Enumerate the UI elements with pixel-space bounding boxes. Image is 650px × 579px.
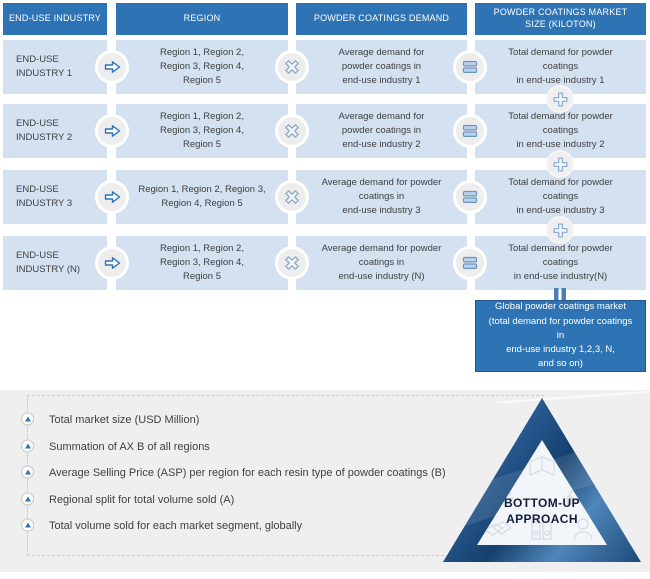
multiply-icon bbox=[278, 249, 306, 277]
cell-demand-n: Average demand for powder coatings in en… bbox=[296, 236, 467, 290]
cell-industry-3: END-USE INDUSTRY 3 bbox=[3, 170, 107, 224]
multiply-icon bbox=[278, 117, 306, 145]
right-arrow-icon bbox=[98, 117, 126, 145]
plus-icon bbox=[548, 152, 572, 176]
column-header-region: REGION bbox=[116, 3, 288, 35]
column-header-demand: POWDER COATINGS DEMAND bbox=[296, 3, 467, 35]
column-header-end-use-industry: END-USE INDUSTRY bbox=[3, 3, 107, 35]
list-item: Total market size (USD Million) bbox=[21, 410, 200, 428]
summary-dashed-box: Total market size (USD Million) Summatio… bbox=[21, 395, 544, 556]
right-arrow-icon bbox=[98, 53, 126, 81]
multiply-icon bbox=[278, 53, 306, 81]
up-triangle-bullet-icon bbox=[21, 518, 34, 532]
summary-panel: Total market size (USD Million) Summatio… bbox=[0, 390, 650, 572]
cell-industry-1: END-USE INDUSTRY 1 bbox=[3, 40, 107, 94]
multiply-icon bbox=[278, 183, 306, 211]
triangle-label: BOTTOM-UP APPROACH bbox=[477, 495, 607, 527]
plus-icon bbox=[548, 87, 572, 111]
equals-icon bbox=[456, 183, 484, 211]
right-arrow-icon bbox=[98, 183, 126, 211]
equals-icon bbox=[456, 249, 484, 277]
global-market-box: Global powder coatings market (total dem… bbox=[475, 300, 646, 372]
equals-vertical-icon bbox=[551, 287, 569, 308]
cell-demand-1: Average demand for powder coatings in en… bbox=[296, 40, 467, 94]
handshake-icon bbox=[483, 521, 513, 536]
triangle-label-line2: APPROACH bbox=[506, 512, 578, 527]
list-item-label: Average Selling Price (ASP) per region f… bbox=[49, 467, 446, 479]
list-item-label: Total volume sold for each market segmen… bbox=[49, 520, 303, 532]
triangle-label-line1: BOTTOM-UP bbox=[503, 496, 581, 510]
list-item-label: Summation of AX B of all regions bbox=[49, 440, 210, 453]
column-header-market-size: POWDER COATINGS MARKET SIZE (KILOTON) bbox=[475, 3, 646, 35]
equals-icon bbox=[456, 117, 484, 145]
list-item: Regional split for total volume sold (A) bbox=[21, 490, 235, 508]
list-item-label: Total market size (USD Million) bbox=[49, 414, 200, 426]
plus-icon bbox=[548, 218, 572, 242]
cell-total-1: Total demand for powder coatings in end-… bbox=[475, 40, 646, 94]
equals-icon bbox=[456, 53, 484, 81]
right-arrow-icon bbox=[98, 249, 126, 277]
up-triangle-bullet-icon bbox=[21, 412, 34, 426]
equipment-icon bbox=[531, 521, 552, 540]
up-triangle-bullet-icon bbox=[21, 439, 34, 452]
cell-demand-3: Average demand for powder coatings in en… bbox=[296, 170, 467, 224]
cell-industry-2: END-USE INDUSTRY 2 bbox=[3, 104, 107, 158]
person-icon bbox=[573, 518, 593, 541]
cell-industry-n: END-USE INDUSTRY (N) bbox=[3, 236, 107, 290]
cell-total-3: Total demand for powder coatings in end-… bbox=[475, 170, 646, 224]
list-item: Average Selling Price (ASP) per region f… bbox=[21, 463, 446, 481]
list-item-label: Regional split for total volume sold (A) bbox=[49, 493, 235, 506]
cell-regions-3: Region 1, Region 2, Region 3, Region 4, … bbox=[116, 170, 288, 224]
cell-regions-n: Region 1, Region 2, Region 3, Region 4, … bbox=[116, 236, 288, 290]
cell-total-2: Total demand for powder coatings in end-… bbox=[475, 104, 646, 158]
up-triangle-bullet-icon bbox=[21, 465, 34, 479]
cell-regions-2: Region 1, Region 2, Region 3, Region 4, … bbox=[116, 104, 288, 158]
cell-regions-1: Region 1, Region 2, Region 3, Region 4, … bbox=[116, 40, 288, 94]
list-item: Summation of AX B of all regions bbox=[21, 437, 210, 455]
book-icon bbox=[529, 456, 555, 476]
cell-total-n: Total demand for powder coatings in end-… bbox=[475, 236, 646, 290]
list-item: Total volume sold for each market segmen… bbox=[21, 516, 303, 534]
cell-demand-2: Average demand for powder coatings in en… bbox=[296, 104, 467, 158]
up-triangle-bullet-icon bbox=[21, 492, 34, 505]
